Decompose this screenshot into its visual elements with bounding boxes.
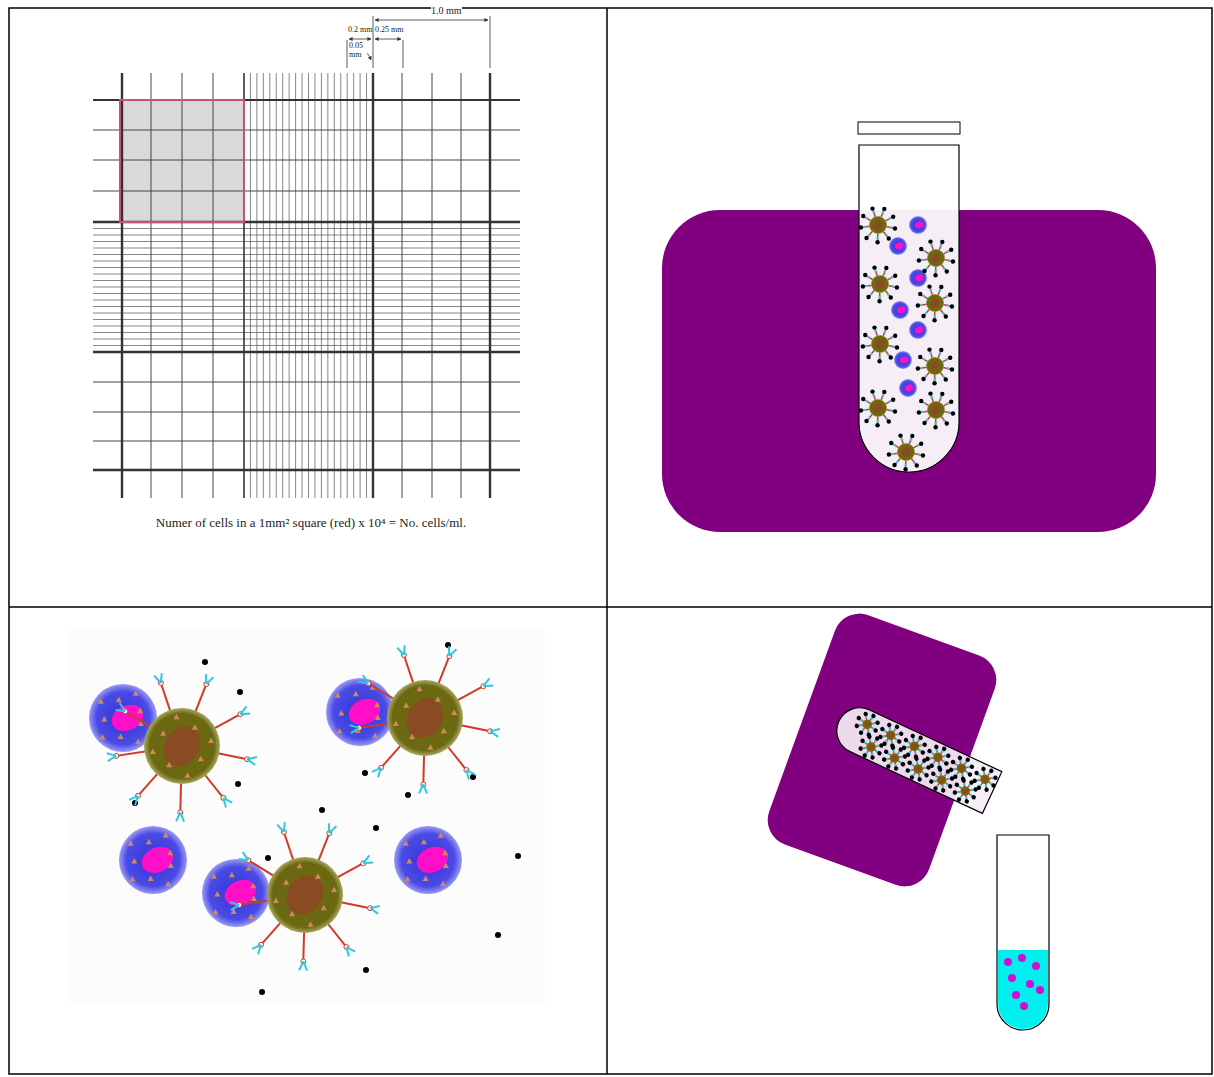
counting-grid [93, 73, 520, 498]
tube-cap [858, 122, 960, 134]
dimension-label: 0.25 mm [375, 26, 403, 35]
dimension-label: 0.05 mm [349, 42, 367, 60]
counted-square-outline [120, 100, 244, 222]
cell-suspension [860, 210, 958, 471]
magnet [760, 606, 1003, 893]
dimension-label: 0.2 mm [348, 26, 372, 35]
retained-cells [843, 708, 1002, 813]
dimension-lines [347, 16, 490, 68]
test-tube [829, 700, 1002, 813]
eluted-suspension [998, 950, 1048, 1029]
eluted-cells [1004, 954, 1044, 1010]
dimension-label: 1.0 mm [431, 5, 462, 16]
table-frame [9, 8, 1212, 1074]
grid-caption: Numer of cells in a 1mm² square (red) x … [156, 516, 466, 530]
bead-binding-closeup [70, 630, 545, 1003]
cells-in-tube [859, 206, 955, 471]
test-tube [859, 145, 959, 472]
magnet [662, 210, 1156, 532]
collection-tube [997, 835, 1049, 1030]
